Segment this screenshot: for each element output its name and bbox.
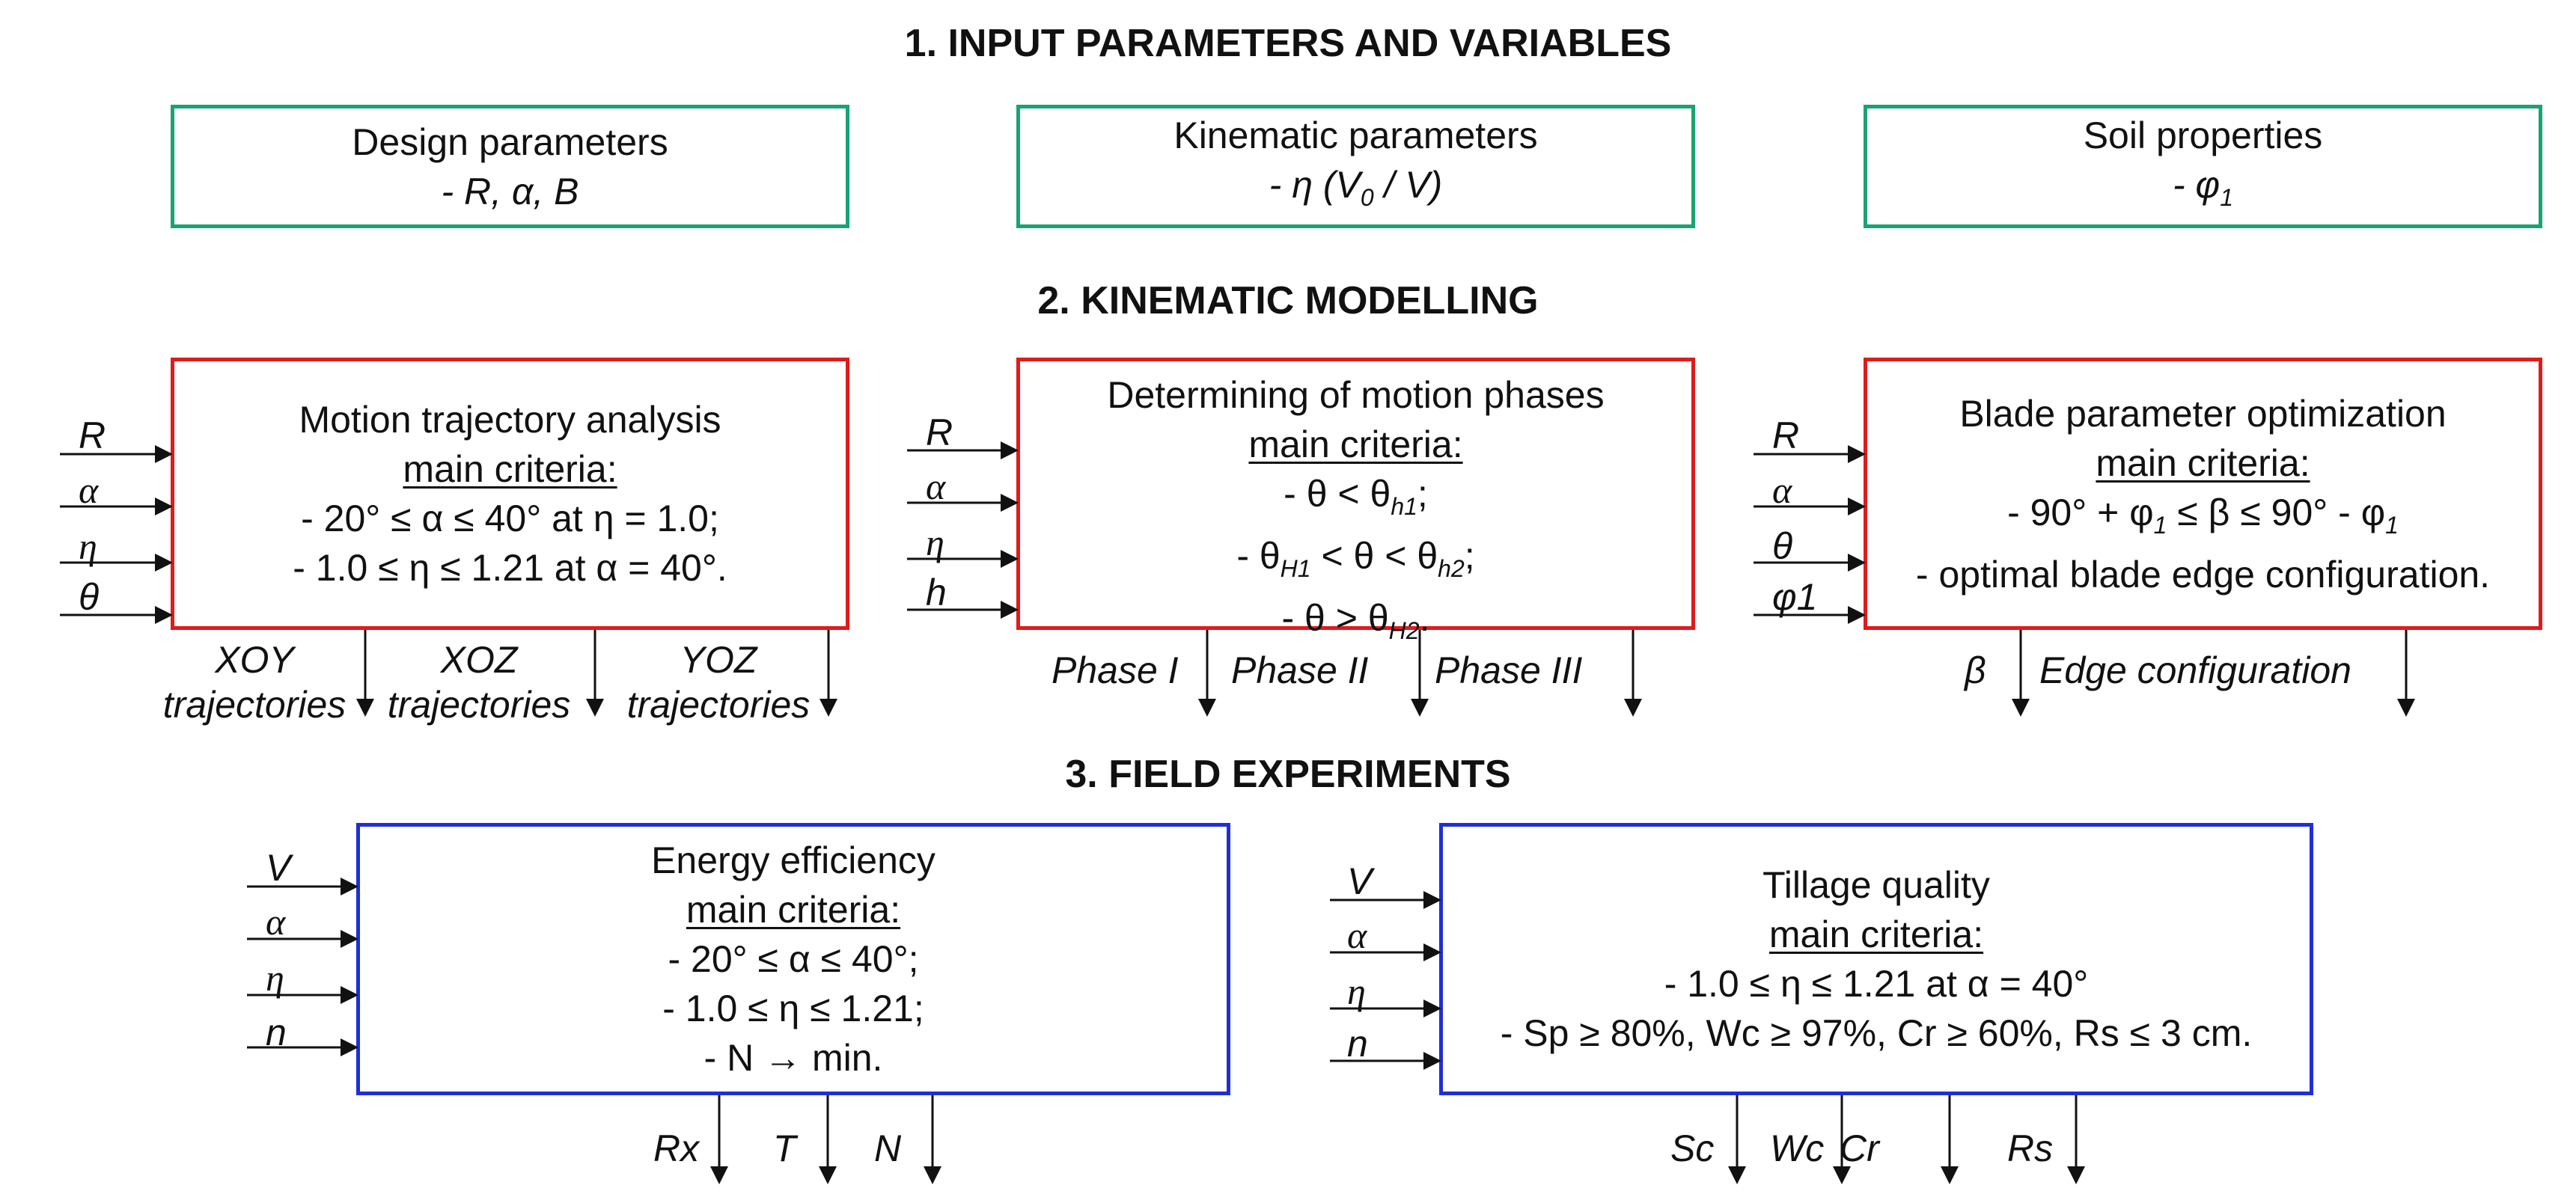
motion-phases-box: Determining of motion phases main criter… <box>1016 358 1695 644</box>
tillage-criteria-label: main criteria: <box>1768 913 1984 955</box>
tillage-quality-box: Tillage quality main criteria: - 1.0 ≤ η… <box>1439 823 2313 1095</box>
phases-criterion-2: - θH1 < θ < θh2; <box>1236 535 1475 582</box>
phases-input-eta: η <box>926 521 944 563</box>
tillage-input-n: n <box>1347 1023 1368 1065</box>
blade-output-beta: β <box>1965 649 1986 691</box>
phases-output-2: Phase II <box>1231 649 1369 691</box>
energy-criterion-1: - 20° ≤ α ≤ 40°; <box>668 938 919 980</box>
trajectory-analysis-box: Motion trajectory analysis main criteria… <box>171 358 849 630</box>
trajectory-criterion-1: - 20° ≤ α ≤ 40° at η = 1.0; <box>301 498 719 539</box>
tillage-input-eta: η <box>1347 970 1366 1012</box>
tillage-output-wc: Wc <box>1770 1127 1825 1169</box>
energy-criterion-2: - 1.0 ≤ η ≤ 1.21; <box>662 988 924 1029</box>
tillage-title: Tillage quality <box>1762 864 1990 906</box>
trajectory-input-alpha: α <box>79 469 99 511</box>
tillage-input-alpha: α <box>1347 914 1367 956</box>
kinematic-parameters-title: Kinematic parameters <box>1173 114 1538 156</box>
energy-output-n: N <box>874 1127 902 1169</box>
phases-output-3: Phase III <box>1435 649 1583 691</box>
section-heading-input: 1. INPUT PARAMETERS AND VARIABLES <box>904 22 1672 65</box>
phases-input-R: R <box>926 411 953 453</box>
energy-title: Energy efficiency <box>651 839 936 881</box>
phases-input-alpha: α <box>926 465 946 507</box>
design-parameters-box: Design parameters - R, α, B <box>171 105 849 228</box>
phases-criterion-1: - θ < θh1; <box>1284 473 1428 520</box>
blade-input-alpha: α <box>1772 469 1792 511</box>
energy-efficiency-box: Energy efficiency main criteria: - 20° ≤… <box>356 823 1230 1095</box>
section-heading-kinematic: 2. KINEMATIC MODELLING <box>1037 279 1539 322</box>
blade-criteria-label: main criteria: <box>2096 441 2310 484</box>
phases-title: Determining of motion phases <box>1107 374 1605 416</box>
tillage-output-rs: Rs <box>2007 1127 2054 1169</box>
blade-criterion-2: - optimal blade edge configuration. <box>1915 553 2491 596</box>
trajectory-criteria-label: main criteria: <box>403 448 617 490</box>
trajectory-input-theta: θ <box>79 576 100 618</box>
blade-title: Blade parameter optimization <box>1959 392 2447 435</box>
kinematic-parameters-value: - η (V0 / V) <box>1269 164 1443 211</box>
tillage-output-cr: Cr <box>1840 1127 1879 1169</box>
trajectory-title: Motion trajectory analysis <box>299 399 721 441</box>
soil-properties-box: Soil properties - φ1 <box>1864 105 2542 228</box>
trajectory-output-xoy-sub: trajectories <box>162 684 347 726</box>
design-parameters-value: - R, α, B <box>441 170 579 212</box>
blade-input-phi: φ1 <box>1772 576 1818 618</box>
trajectory-input-R: R <box>79 414 106 456</box>
blade-input-theta: θ <box>1772 525 1793 567</box>
tillage-input-V: V <box>1347 860 1373 902</box>
soil-properties-value: - φ1 <box>2173 164 2233 211</box>
tillage-criterion-2: - Sp ≥ 80%, Wc ≥ 97%, Cr ≥ 60%, Rs ≤ 3 c… <box>1500 1012 2253 1054</box>
phases-criteria-label: main criteria: <box>1248 423 1463 465</box>
trajectory-output-yoz-sub: trajectories <box>626 684 811 726</box>
blade-optimization-box: Blade parameter optimization main criter… <box>1864 358 2542 630</box>
trajectory-output-yoz: YOZ <box>680 639 757 681</box>
blade-criterion-1: - 90° + φ1 ≤ β ≤ 90° - φ1 <box>2007 491 2399 539</box>
design-parameters-title: Design parameters <box>352 120 668 163</box>
trajectory-output-xoz-sub: trajectories <box>387 684 571 726</box>
blade-input-R: R <box>1772 414 1800 456</box>
trajectory-output-xoz: XOZ <box>440 639 518 681</box>
soil-properties-title: Soil properties <box>2083 114 2323 156</box>
energy-criteria-label: main criteria: <box>686 889 901 931</box>
energy-input-n: n <box>266 1011 287 1053</box>
blade-output-edge: Edge configuration <box>2039 649 2351 691</box>
energy-output-rx: Rx <box>653 1127 700 1169</box>
energy-output-t: T <box>773 1127 796 1169</box>
energy-input-alpha: α <box>266 901 286 943</box>
tillage-output-sc: Sc <box>1670 1127 1715 1169</box>
energy-input-eta: η <box>266 957 284 999</box>
phases-criterion-3: - θ > θH2. <box>1281 597 1430 644</box>
trajectory-input-eta: η <box>79 525 97 567</box>
phases-output-1: Phase I <box>1052 649 1179 691</box>
phases-input-h: h <box>926 572 947 613</box>
energy-criterion-3: - N → min. <box>703 1037 883 1079</box>
trajectory-criterion-2: - 1.0 ≤ η ≤ 1.21 at α = 40°. <box>293 547 727 589</box>
section-heading-field: 3. FIELD EXPERIMENTS <box>1065 753 1511 796</box>
tillage-criterion-1: - 1.0 ≤ η ≤ 1.21 at α = 40° <box>1664 963 2089 1005</box>
trajectory-output-xoy: XOY <box>215 639 294 681</box>
kinematic-parameters-box: Kinematic parameters - η (V0 / V) <box>1016 105 1695 228</box>
energy-input-V: V <box>266 847 291 889</box>
